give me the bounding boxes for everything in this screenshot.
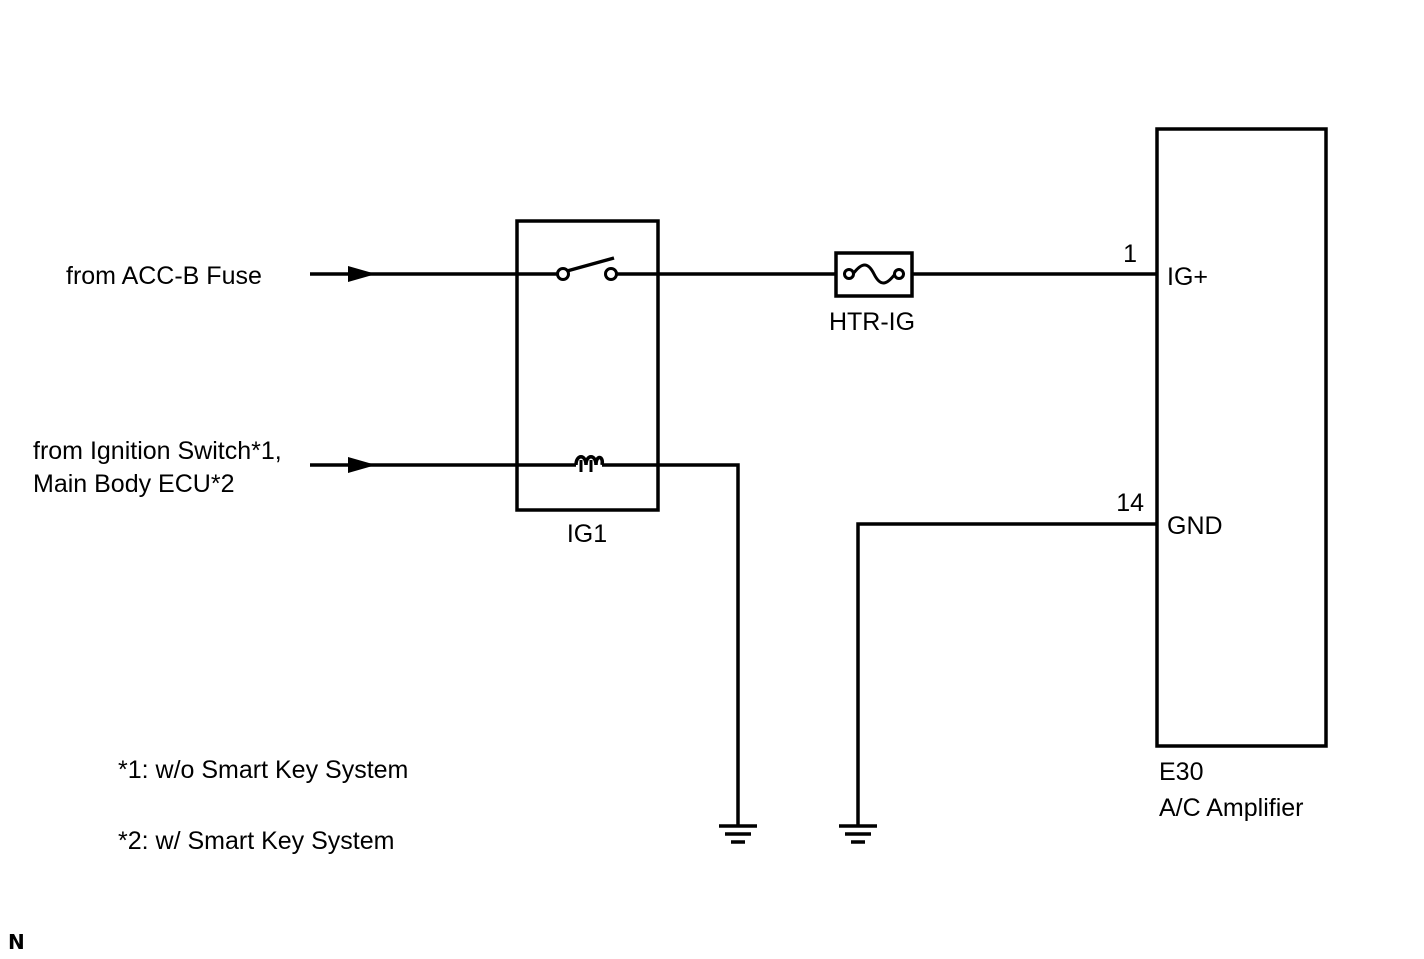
- corner-mark: N: [8, 930, 25, 954]
- htr-ig-fuse-label: HTR-IG: [829, 308, 915, 336]
- pin-name-ig: IG+: [1167, 263, 1208, 291]
- ignition-arrow-icon: [348, 457, 376, 473]
- acc-b-input-label: from ACC-B Fuse: [66, 262, 262, 290]
- ac-amplifier-box: [1155, 127, 1328, 748]
- amplifier-name: A/C Amplifier: [1159, 794, 1303, 822]
- ig1-relay-box: [515, 219, 660, 512]
- ignition-input-label-line1: from Ignition Switch*1,: [33, 437, 282, 465]
- amplifier-code: E30: [1159, 758, 1203, 786]
- ignition-input-label-line2: Main Body ECU*2: [33, 470, 234, 498]
- acc-b-arrow-icon: [348, 266, 376, 282]
- ground-icon: [839, 824, 877, 844]
- ground-icon: [719, 824, 757, 844]
- relay-coil-icon: [517, 455, 658, 472]
- amplifier-ground-wire: [856, 522, 1157, 825]
- footnote-1: *1: w/o Smart Key System: [118, 756, 408, 784]
- pin-number-ig: 1: [1123, 240, 1137, 268]
- coil-ground-wire: [658, 463, 740, 825]
- fuse-icon: [843, 263, 905, 285]
- pin-number-gnd: 14: [1116, 489, 1144, 517]
- ig1-relay-label: IG1: [567, 520, 607, 548]
- pin-name-gnd: GND: [1167, 512, 1223, 540]
- relay-switch-icon: [517, 256, 658, 281]
- footnote-2: *2: w/ Smart Key System: [118, 827, 394, 855]
